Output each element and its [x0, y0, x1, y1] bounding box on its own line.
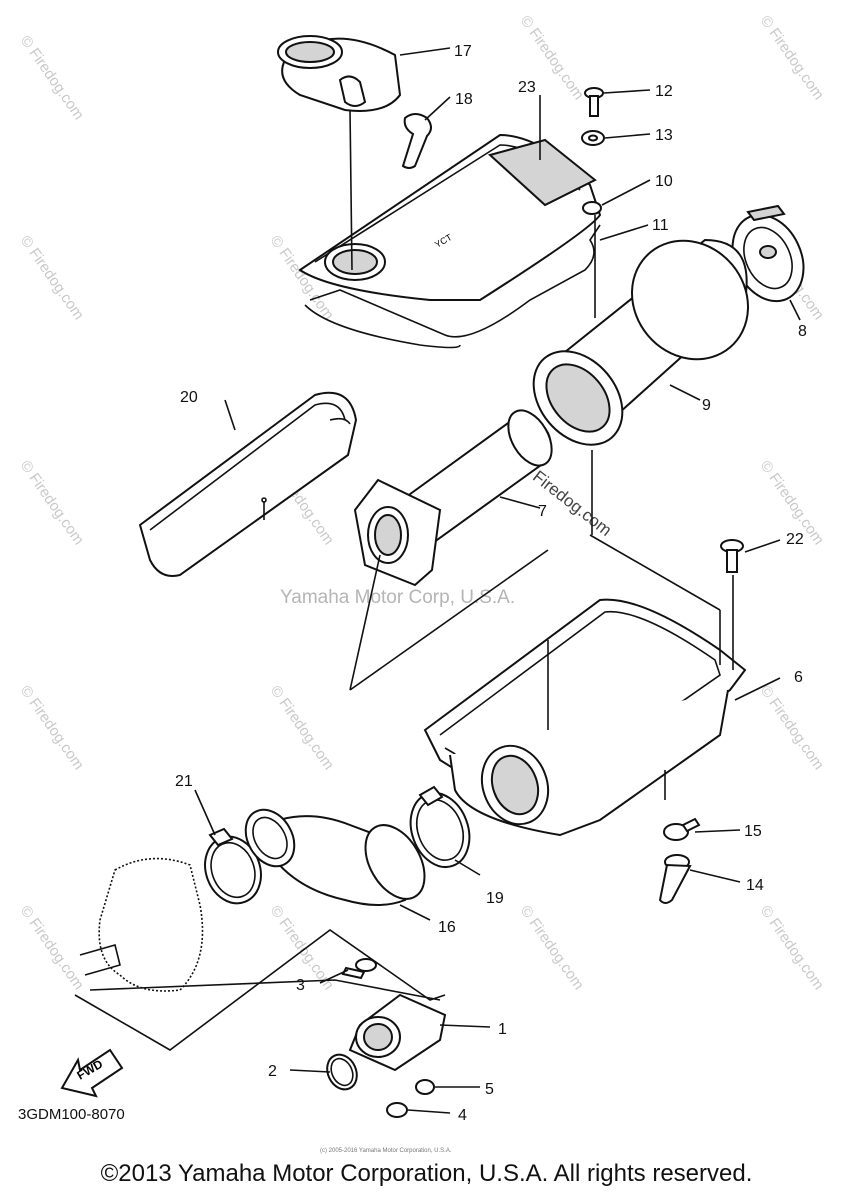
part-6-air-filter-case	[423, 598, 747, 837]
part-10-grommet	[582, 201, 602, 215]
callout-2: 2	[268, 1063, 277, 1080]
part-15-drain-clamp	[663, 817, 701, 841]
callout-19: 19	[486, 890, 504, 907]
part-1-carburetor-joint	[348, 993, 447, 1072]
callout-21: 21	[175, 773, 193, 790]
part-12-screw	[584, 87, 604, 117]
watermark-tile: © Firedog.com	[757, 683, 827, 774]
callout-20: 20	[180, 389, 198, 406]
part-18-breather-hose	[401, 113, 432, 169]
part-19-hose-clamp	[409, 785, 471, 868]
callout-12: 12	[655, 83, 673, 100]
part-16-joint-hose	[244, 808, 426, 906]
callout-6: 6	[794, 669, 803, 686]
callout-1: 1	[498, 1021, 507, 1038]
callout-8: 8	[798, 323, 807, 340]
callout-5: 5	[485, 1081, 494, 1098]
callout-18: 18	[455, 91, 473, 108]
part-9-air-filter-element	[532, 238, 749, 446]
part-3-screw	[341, 958, 377, 980]
watermark-tile: © Firedog.com	[17, 903, 87, 994]
part-21-hose-clamp	[204, 827, 262, 905]
part-17-intake-cap	[277, 35, 402, 112]
callout-10: 10	[655, 173, 673, 190]
watermark-tile: © Firedog.com	[517, 903, 587, 994]
callout-4: 4	[458, 1107, 467, 1124]
callout-7: 7	[538, 503, 547, 520]
engine-outline	[79, 857, 204, 992]
part-4-nut	[386, 1102, 408, 1118]
part-23-airbox-cover: YCT	[298, 133, 602, 301]
part-5-washer	[415, 1079, 435, 1095]
callout-11: 11	[652, 217, 669, 234]
callout-3: 3	[296, 977, 305, 994]
callout-numbers: 17 18 23 12 13 10 11 8 9 20 7 22 6 21 15…	[175, 43, 807, 1124]
part-13-washer	[581, 130, 605, 146]
watermark-tile: © Firedog.com	[17, 33, 87, 124]
callout-9: 9	[702, 397, 711, 414]
watermark-tile: © Firedog.com	[757, 13, 827, 104]
watermark-tile: © Firedog.com	[17, 233, 87, 324]
callout-17: 17	[454, 43, 472, 60]
watermark-tile: © Firedog.com	[17, 458, 87, 549]
copyright-notice: ©2013 Yamaha Motor Corporation, U.S.A. A…	[100, 1160, 753, 1187]
tiny-notice: (c) 2005-2016 Yamaha Motor Corporation, …	[320, 1148, 452, 1154]
watermark-tile: © Firedog.com	[757, 903, 827, 994]
part-14-drain-cap	[658, 854, 692, 904]
leader-lines	[74, 47, 801, 1114]
center-watermark: Yamaha Motor Corp, U.S.A.	[280, 587, 515, 608]
fwd-arrow-icon: FWD	[60, 1048, 124, 1098]
watermark-tile: © Firedog.com	[267, 683, 337, 774]
part-20-plate	[138, 391, 358, 577]
part-11-gasket	[309, 224, 601, 338]
callout-22: 22	[786, 531, 804, 548]
callout-13: 13	[655, 127, 673, 144]
part-7-filter-guide	[353, 409, 553, 587]
part-2-o-ring	[326, 1053, 358, 1091]
callout-23: 23	[518, 79, 536, 96]
diagram-code: 3GDM100-8070	[18, 1106, 125, 1123]
part-8-element-cap	[731, 204, 805, 303]
callout-16: 16	[438, 919, 456, 936]
part-22-bolt	[720, 539, 744, 573]
callout-14: 14	[746, 877, 764, 894]
callout-15: 15	[744, 823, 762, 840]
watermark-tile: © Firedog.com	[17, 683, 87, 774]
